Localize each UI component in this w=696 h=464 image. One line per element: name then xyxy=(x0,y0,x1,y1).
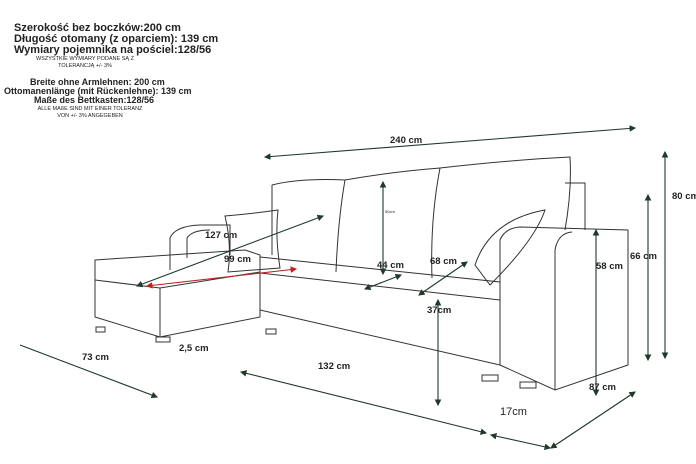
de-tolerance-2: VON +/- 3% ANGEGEBEN xyxy=(57,113,123,119)
label-ottoman-seat: 99 cm xyxy=(224,254,251,265)
pl-ottoman-length: Długość otomany (z oparciem): 139 cm xyxy=(14,33,219,45)
label-height-arm: 58 cm xyxy=(596,261,623,272)
label-base-length: 132 cm xyxy=(318,361,350,372)
de-width: Breite ohne Armlehnen: 200 cm xyxy=(30,77,165,87)
pl-storage: Wymiary pojemnika na pościel:128/56 xyxy=(14,44,212,56)
label-depth: 87 cm xyxy=(589,382,616,393)
label-width: 240 cm xyxy=(390,135,422,146)
pl-tolerance-1: WSZYSTKIE WYMIARY PODANE SĄ Z xyxy=(36,56,134,62)
label-seat-diag: 68 cm xyxy=(430,256,457,267)
de-storage: Maße des Bettkasten:128/56 xyxy=(34,95,155,105)
label-height-total: 80 cm xyxy=(672,191,696,202)
label-arm-width: 17cm xyxy=(500,406,527,418)
label-seat-height: 37cm xyxy=(427,305,451,316)
label-seat-depth: 44 cm xyxy=(377,260,404,271)
label-height-back: 66 cm xyxy=(630,251,657,262)
label-ottoman-diag: 127 cm xyxy=(205,230,237,241)
dimension-arrows xyxy=(19,125,669,451)
de-tolerance-1: ALLE MAßE SIND MIT EINER TOLERANZ xyxy=(37,106,143,112)
sofa-outline xyxy=(94,156,629,391)
pl-tolerance-2: TOLERANCJĄ +/- 3% xyxy=(58,63,112,69)
label-leg: 2,5 cm xyxy=(179,343,209,354)
label-ottoman-width: 73 cm xyxy=(82,352,109,363)
pl-width: Szerokość bez boczków:200 cm xyxy=(14,22,181,34)
de-ottoman-length: Ottomanenlänge (mit Rückenlehne): 139 cm xyxy=(4,86,192,96)
label-cushion: 50cm xyxy=(385,209,395,214)
